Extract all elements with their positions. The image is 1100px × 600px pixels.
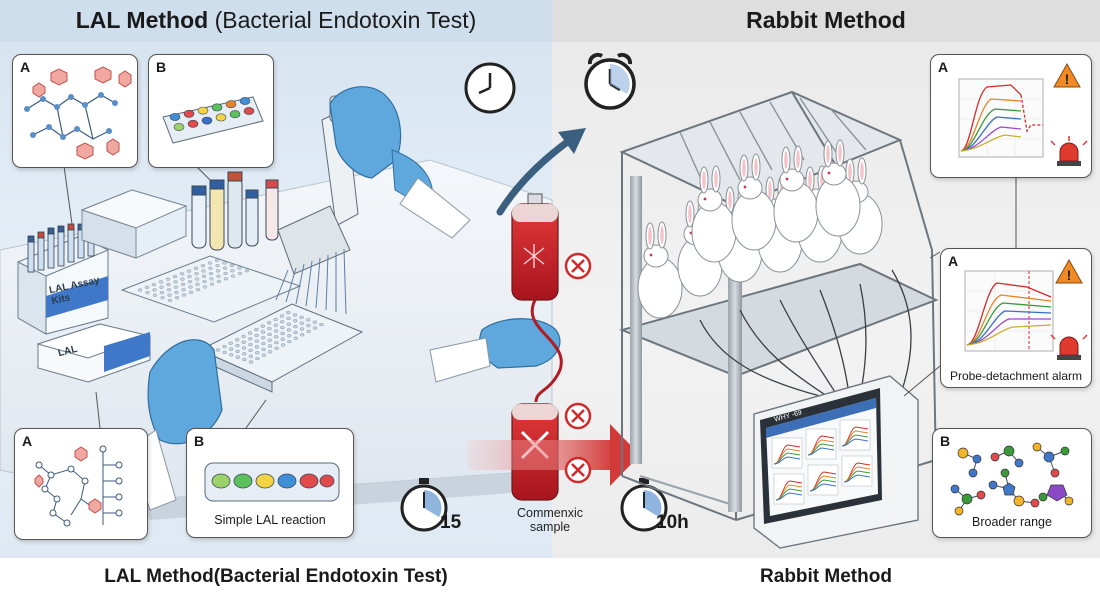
monitor-charts [771, 419, 873, 505]
callout-broader-range: B Broader range [932, 428, 1092, 538]
callout-letter: A [938, 59, 949, 75]
sample-bag-label: Commenxic sample [504, 506, 596, 534]
rabbit-caption: Rabbit Method [760, 566, 892, 587]
lal-timer-label: 15 [440, 512, 462, 533]
glove-hand-bag [429, 318, 561, 383]
endotoxin-molecule-diagram [24, 66, 132, 160]
alarm-beacon-icon [1050, 136, 1088, 166]
lal-assay-kit [17, 223, 109, 335]
rabbit-header-band [552, 0, 1100, 42]
cancel-circle-icon [564, 456, 592, 484]
lal-reagent-box [36, 323, 152, 383]
rabbit [731, 153, 777, 251]
alarm-clock-icon [584, 52, 636, 110]
rabbit-title: Rabbit Method [746, 7, 906, 33]
lal-callout-pointers [63, 165, 267, 429]
callout-lal-endotoxin-molecules: A [12, 54, 138, 168]
blood-bag-top [511, 193, 559, 301]
cancel-circle-icon [564, 402, 592, 430]
molecule-network-diagram [34, 445, 123, 527]
alarm-clock-icon [464, 62, 516, 114]
rabbit-timer-label: 10h [656, 512, 689, 533]
pipette-tip-box [80, 189, 188, 259]
cancel-circle-icon [564, 252, 592, 280]
flow-arrow-red [468, 424, 640, 486]
rabbit [815, 139, 861, 237]
callout-letter: B [194, 433, 205, 449]
callout-letter: A [22, 433, 33, 449]
temperature-curves: ! [958, 62, 1088, 166]
warning-triangle-icon: ! [1053, 62, 1081, 88]
rabbit-callout-pointers [903, 177, 1017, 397]
reaction-strip-diagram [204, 462, 340, 502]
simple-lal-reaction-text: Simple LAL reaction [214, 513, 326, 527]
rabbit [773, 145, 819, 243]
alarm-beacon-icon [1050, 334, 1088, 360]
lal-header-band [0, 0, 552, 42]
svg-text:!: ! [1065, 71, 1070, 87]
lal-title: LAL Method (Bacterial Endotoxin Test) [0, 7, 552, 34]
lal-title-rest: (Bacterial Endotoxin Test) [208, 7, 477, 33]
sample-bag-label-line2: sample [529, 520, 571, 534]
rabbit [691, 165, 737, 263]
timer-icon [400, 478, 448, 532]
timer-icon [620, 478, 668, 532]
callout-letter: A [948, 253, 959, 269]
callout-letter: A [20, 59, 31, 75]
glove-hand-pipette [329, 86, 471, 239]
microplate-front [198, 303, 364, 393]
callout-letter: B [156, 59, 167, 75]
callout-probe-detachment-alarm: A ! Probe-detachment alarm [940, 248, 1092, 388]
sample-bag-label-line1: Commenxic [517, 506, 583, 520]
flow-arrow-blue [496, 128, 586, 216]
rabbit-group [637, 139, 883, 319]
well-plate-diagram [162, 96, 264, 144]
reagent-tubes [191, 171, 279, 251]
callout-letter: B [940, 433, 951, 449]
svg-text:!: ! [1067, 267, 1072, 283]
probe-detachment-alarm-text: Probe-detachment alarm [949, 369, 1083, 383]
callout-simple-lal-reaction: B Simple LAL reaction [186, 428, 354, 538]
broader-range-molecules [950, 442, 1074, 516]
lal-caption: LAL Method(Bacterial Endotoxin Test) [104, 566, 448, 587]
warning-triangle-icon: ! [1055, 258, 1083, 284]
callout-lal-well-plate: B [148, 54, 274, 168]
lal-title-bold: LAL Method [75, 7, 209, 33]
microplate-back [120, 255, 302, 323]
probe-temperature-curves: ! [964, 258, 1088, 360]
callout-temperature-chart: A ! [930, 54, 1092, 178]
broader-range-text: Broader range [972, 515, 1052, 529]
rabbit [637, 221, 683, 319]
callout-lal-molecule-network: A [14, 428, 148, 540]
blood-tube [530, 299, 563, 403]
